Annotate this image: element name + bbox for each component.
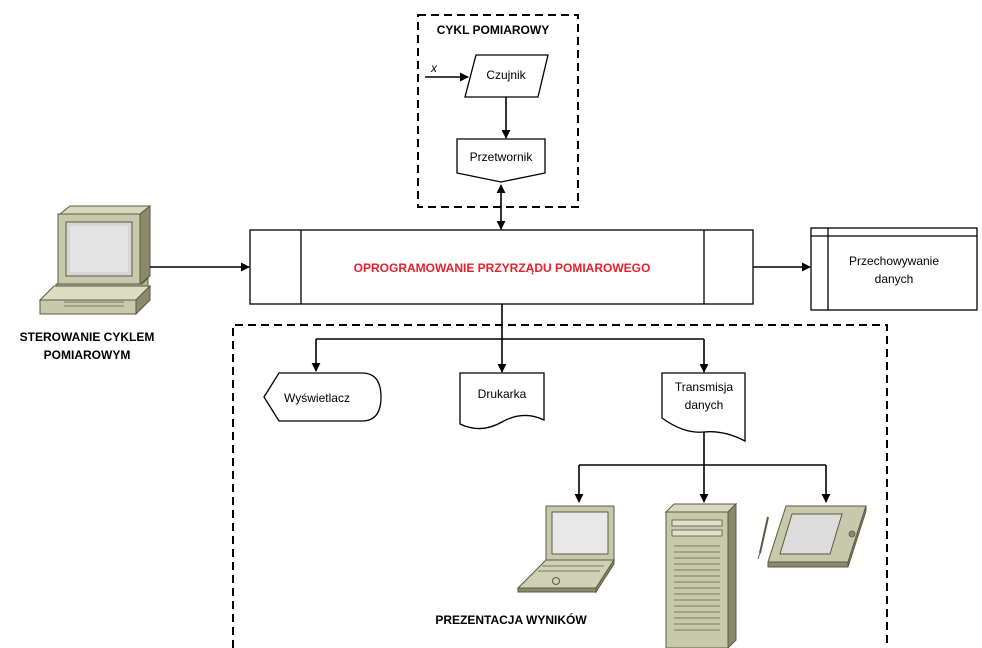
storage-label-line1: Przechowywanie [849,254,939,268]
transmission-node [661,372,746,443]
converter-label: Przetwornik [470,150,534,164]
measurement-cycle-title: CYKL POMIAROWY [437,23,549,37]
transmission-label-line1: Transmisja [675,380,734,394]
input-signal-label: x [430,61,438,75]
presentation-frame [232,324,888,648]
transmission-label-line2: danych [685,398,724,412]
sensor-node [464,54,549,98]
control-label-line1: STEROWANIE CYKLEM [20,330,155,344]
printer-node [459,372,545,430]
storage-node [810,227,978,311]
control-label-line2: POMIAROWYM [44,348,131,362]
storage-label-line2: danych [875,272,914,286]
presentation-title: PREZENTACJA WYNIKÓW [435,612,587,627]
printer-label: Drukarka [478,387,527,401]
display-label: Wyświetlacz [284,391,350,405]
sensor-label: Czujnik [486,68,526,82]
display-node [263,372,382,422]
tablet-pen-icon [757,505,867,568]
server-tower-icon [664,502,738,648]
laptop-icon [516,505,615,594]
desktop-computer-icon [38,204,152,316]
software-label: OPROGRAMOWANIE PRZYRZĄDU POMIAROWEGO [354,261,651,275]
converter-node [456,138,546,183]
